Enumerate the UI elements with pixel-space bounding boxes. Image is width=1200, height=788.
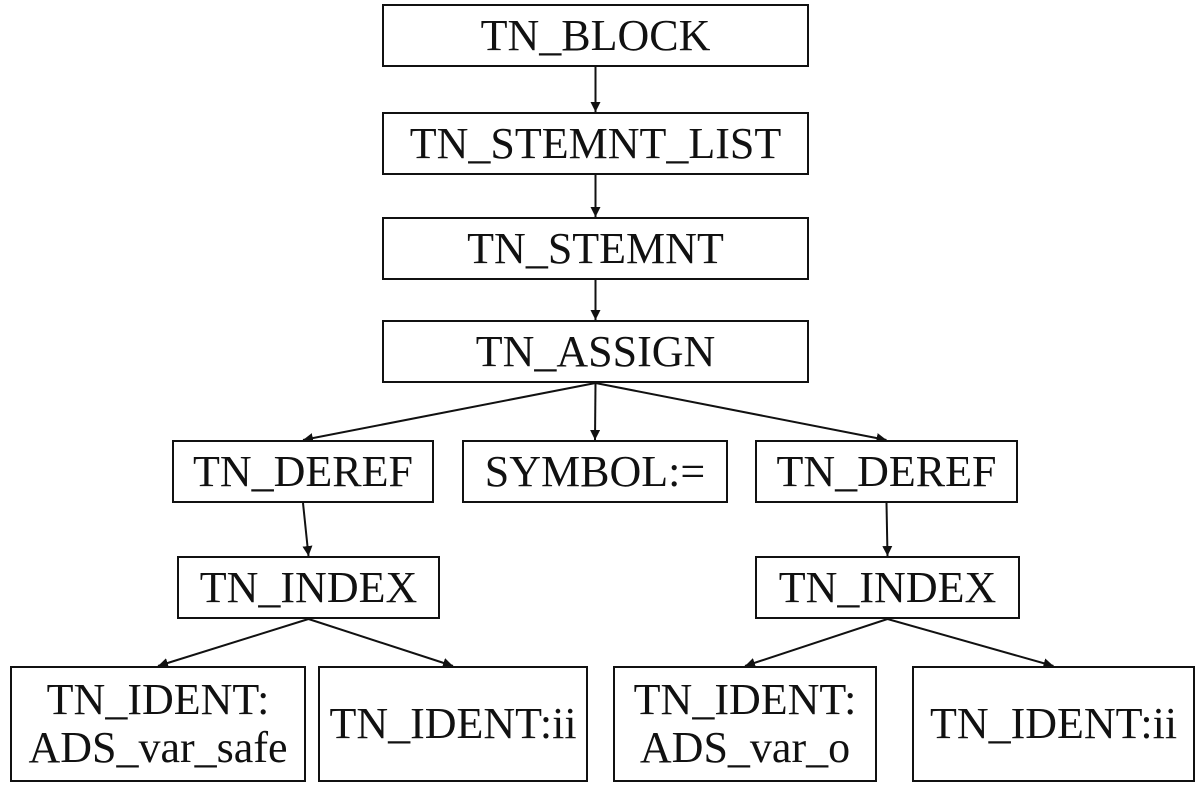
node-tn-deref-right: TN_DEREF xyxy=(755,440,1018,503)
edge-deref_right-to-index_right xyxy=(882,502,893,557)
node-label: TN_DEREF xyxy=(193,446,413,496)
node-label: TN_DEREF xyxy=(776,446,997,496)
edge-deref_left-to-index_left xyxy=(302,502,313,557)
node-label: TN_ASSIGN xyxy=(475,326,716,376)
node-tn-block: TN_BLOCK xyxy=(382,4,809,67)
edge-index_right-to-ident_o xyxy=(744,618,888,668)
node-label: TN_INDEX xyxy=(778,562,997,612)
node-tn-stemnt-list: TN_STEMNT_LIST xyxy=(382,112,809,175)
edge-assign-to-symbol xyxy=(590,382,601,441)
node-tn-index-left: TN_INDEX xyxy=(177,556,440,619)
node-label: TN_STEMNT xyxy=(467,223,724,273)
node-label: TN_IDENT:ii xyxy=(329,699,577,749)
node-label-line2: ADS_var_o xyxy=(639,723,851,772)
node-label: TN_BLOCK xyxy=(480,10,711,60)
node-label: TN_IDENT:ii xyxy=(929,699,1178,749)
node-label: TN_STEMNT_LIST xyxy=(409,118,782,168)
node-symbol-assign: SYMBOL:= xyxy=(462,440,728,503)
node-tn-index-right: TN_INDEX xyxy=(755,556,1020,619)
node-tn-ident-ii-right: TN_IDENT:ii xyxy=(912,666,1195,782)
node-label: SYMBOL:= xyxy=(484,446,706,496)
edge-index_right-to-ident_ii_right xyxy=(887,618,1054,669)
node-tn-deref-left: TN_DEREF xyxy=(172,440,434,503)
edge-index_left-to-ident_safe xyxy=(157,618,309,668)
edge-index_left-to-ident_ii_left xyxy=(308,618,454,668)
node-label-line2: ADS_var_safe xyxy=(28,723,288,772)
node-tn-ident-ads-var-o: TN_IDENT: ADS_var_o xyxy=(613,666,877,782)
node-tn-assign: TN_ASSIGN xyxy=(382,320,809,383)
node-label-line1: TN_IDENT: xyxy=(46,675,270,725)
edge-assign-to-deref_left xyxy=(302,382,596,443)
node-label: TN_INDEX xyxy=(199,562,418,612)
node-label-line1: TN_IDENT: xyxy=(633,675,857,725)
node-tn-stemnt: TN_STEMNT xyxy=(382,217,809,280)
node-tn-ident-ads-var-safe: TN_IDENT: ADS_var_safe xyxy=(10,666,306,782)
edge-assign-to-deref_right xyxy=(595,382,887,443)
node-tn-ident-ii-left: TN_IDENT:ii xyxy=(318,666,588,782)
